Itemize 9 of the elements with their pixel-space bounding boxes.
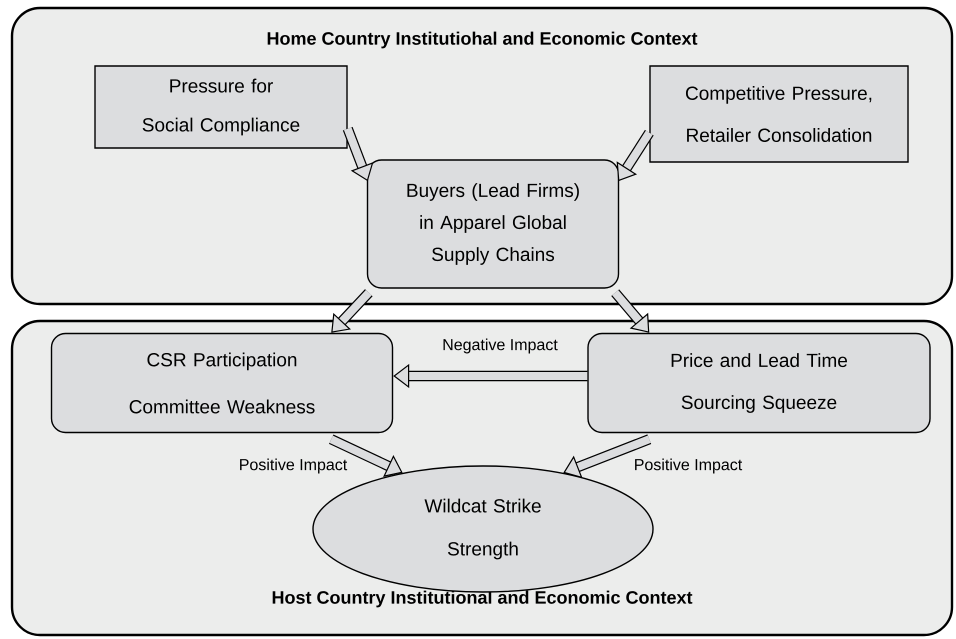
block-arrow xyxy=(611,289,650,333)
block-arrow xyxy=(331,289,373,333)
block-arrow xyxy=(616,130,654,182)
edge-label: Negative Impact xyxy=(441,338,559,354)
process-box: CSR Participation Committee Weakness xyxy=(50,332,394,434)
process-box: Price and Lead Time Sourcing Squeeze xyxy=(587,332,931,434)
process-box: Buyers (Lead Firms) in Apparel Global Supply Chains xyxy=(366,159,620,289)
factor-box: Competitive Pressure, Retailer Consolidation xyxy=(649,65,909,163)
factor-box: Pressure for Social Compliance xyxy=(94,65,348,149)
